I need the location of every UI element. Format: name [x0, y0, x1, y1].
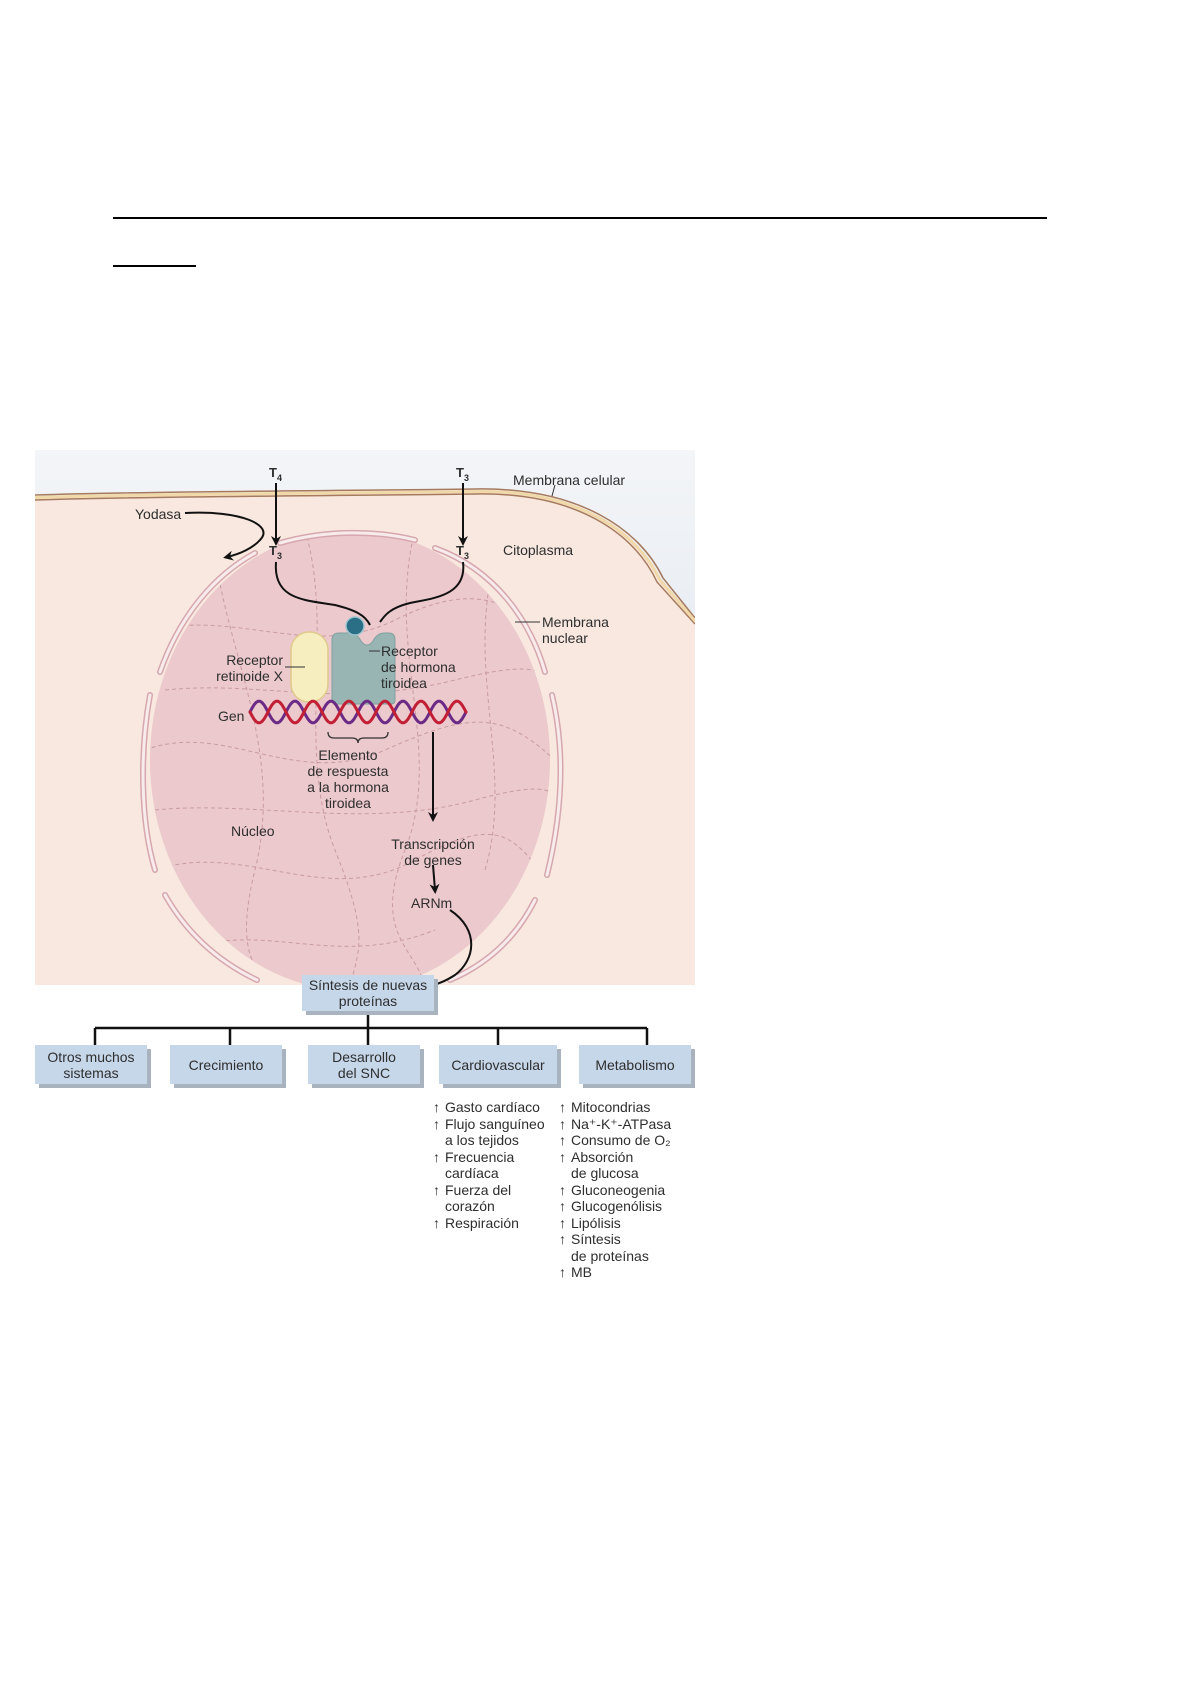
cytoplasm-label: Citoplasma: [503, 542, 574, 558]
effect-text-continuation: de proteínas: [571, 1247, 649, 1264]
metabolism-effect-item: ↑ Na⁺-K⁺-ATPasa: [559, 1116, 671, 1133]
metabolism-effect-item: ↑ Síntesis: [559, 1231, 671, 1248]
increase-arrow-icon: ↑: [559, 1148, 566, 1165]
cell-membrane-label: Membrana celular: [513, 472, 626, 488]
dna-strand-red: [248, 699, 468, 725]
yodasa-arrow: [184, 511, 265, 561]
effect-text: Gluconeogenia: [571, 1181, 666, 1198]
t3-converted-label: T3: [269, 543, 282, 561]
cell-membrane: [35, 488, 695, 619]
figure-graphics: [35, 450, 695, 1290]
effect-text: Absorción: [571, 1148, 634, 1165]
horizontal-rule-long: [113, 217, 1047, 219]
metabolism-effect-item: ↑ Consumo de O₂: [559, 1132, 671, 1149]
metabolism-effect-item: ↑ Glucogenólisis: [559, 1198, 671, 1215]
cell-membrane-fill: [35, 489, 695, 622]
target-box-cardiovascular: Cardiovascular: [439, 1045, 557, 1084]
increase-arrow-icon: ↑: [433, 1099, 440, 1115]
mrna-arrow: [429, 864, 440, 894]
effect-text-continuation: corazón: [445, 1198, 495, 1214]
horizontal-rule-short: [113, 265, 196, 267]
increase-arrow-icon: ↑: [559, 1198, 566, 1214]
target-box-growth: Crecimiento: [170, 1045, 282, 1084]
effect-text-continuation: cardíaca: [445, 1165, 499, 1181]
membrane-label-pointer: [551, 484, 556, 497]
increase-arrow-icon: ↑: [559, 1231, 566, 1247]
cardiovascular-effect-item: ↑ Frecuencia: [433, 1149, 545, 1166]
effect-text: Respiración: [445, 1214, 519, 1231]
hre-brace: [327, 731, 389, 744]
t3-to-receptor-right: [379, 561, 465, 623]
cardiovascular-effect-item: ↑ Respiración: [433, 1215, 545, 1232]
effect-text-continuation: a los tejidos: [445, 1132, 519, 1148]
metabolism-effect-item: ↑ MB: [559, 1264, 671, 1281]
nuclear-membrane-highlight: [141, 531, 563, 999]
t3-extracellular-label: T3: [456, 465, 469, 483]
metabolism-effects-list: ↑ Mitocondrias ↑ Na⁺-K⁺-ATPasa ↑ Consumo de O…: [559, 1099, 671, 1281]
metabolism-effect-item: ↑ Gluconeogenia: [559, 1182, 671, 1199]
figure-lower-background: [35, 985, 695, 1290]
cardiovascular-effect-item: ↑ Flujo sanguíneo: [433, 1116, 545, 1133]
metabolism-effect-item: ↑ Mitocondrias: [559, 1099, 671, 1116]
increase-arrow-icon: ↑: [559, 1132, 566, 1148]
effect-text: Frecuencia: [445, 1148, 515, 1165]
yodasa-label: Yodasa: [135, 506, 182, 522]
effect-text: Glucogenólisis: [571, 1198, 663, 1214]
nucleus-label: Núcleo: [231, 823, 275, 839]
increase-arrow-icon: ↑: [433, 1214, 440, 1231]
t3-bound-ball: [345, 616, 365, 636]
effect-text: Flujo sanguíneo: [445, 1115, 545, 1132]
cardiovascular-effect-item: ↑ Gasto cardíaco: [433, 1099, 545, 1116]
effect-text: Síntesis: [571, 1231, 621, 1247]
effect-text: Consumo de O₂: [571, 1132, 671, 1148]
increase-arrow-icon: ↑: [433, 1115, 440, 1132]
cell-membrane-inner: [35, 493, 695, 625]
effect-text: Na⁺-K⁺-ATPasa: [571, 1115, 672, 1132]
metabolism-effect-item: ↑ Absorción: [559, 1149, 671, 1166]
effect-text: Mitocondrias: [571, 1099, 651, 1115]
t4-label: T4: [269, 465, 282, 483]
effect-text: Fuerza del: [445, 1181, 512, 1198]
increase-arrow-icon: ↑: [559, 1214, 566, 1231]
effect-text: Lipólisis: [571, 1214, 621, 1231]
effect-text: Gasto cardíaco: [445, 1099, 540, 1115]
increase-arrow-icon: ↑: [433, 1181, 440, 1198]
effects-tree-connectors: [93, 1012, 649, 1045]
chromatin-network: [150, 530, 550, 990]
effect-text-continuation: de glucosa: [571, 1165, 639, 1181]
increase-arrow-icon: ↑: [559, 1181, 566, 1198]
mrna-label: ARNm: [411, 895, 453, 911]
increase-arrow-icon: ↑: [559, 1099, 566, 1115]
increase-arrow-icon: ↑: [433, 1148, 440, 1165]
t3-cytoplasm-label: T3: [456, 543, 469, 561]
nucleus: [150, 530, 550, 990]
cardiovascular-effect-item: ↑ Fuerza del: [433, 1182, 545, 1199]
t3-to-receptor-left: [274, 561, 371, 626]
gene-dna-helix: [248, 699, 468, 725]
gene-label: Gen: [218, 708, 245, 724]
thyroid-hormone-mechanism-figure: T4 T3 T3 T3 Yodasa Membrana celular Cito…: [35, 450, 695, 1290]
target-box-metabolism: Metabolismo: [579, 1045, 691, 1084]
increase-arrow-icon: ↑: [559, 1115, 566, 1132]
increase-arrow-icon: ↑: [559, 1264, 566, 1280]
effect-text: MB: [571, 1264, 592, 1280]
metabolism-effect-item: ↑ Lipólisis: [559, 1215, 671, 1232]
